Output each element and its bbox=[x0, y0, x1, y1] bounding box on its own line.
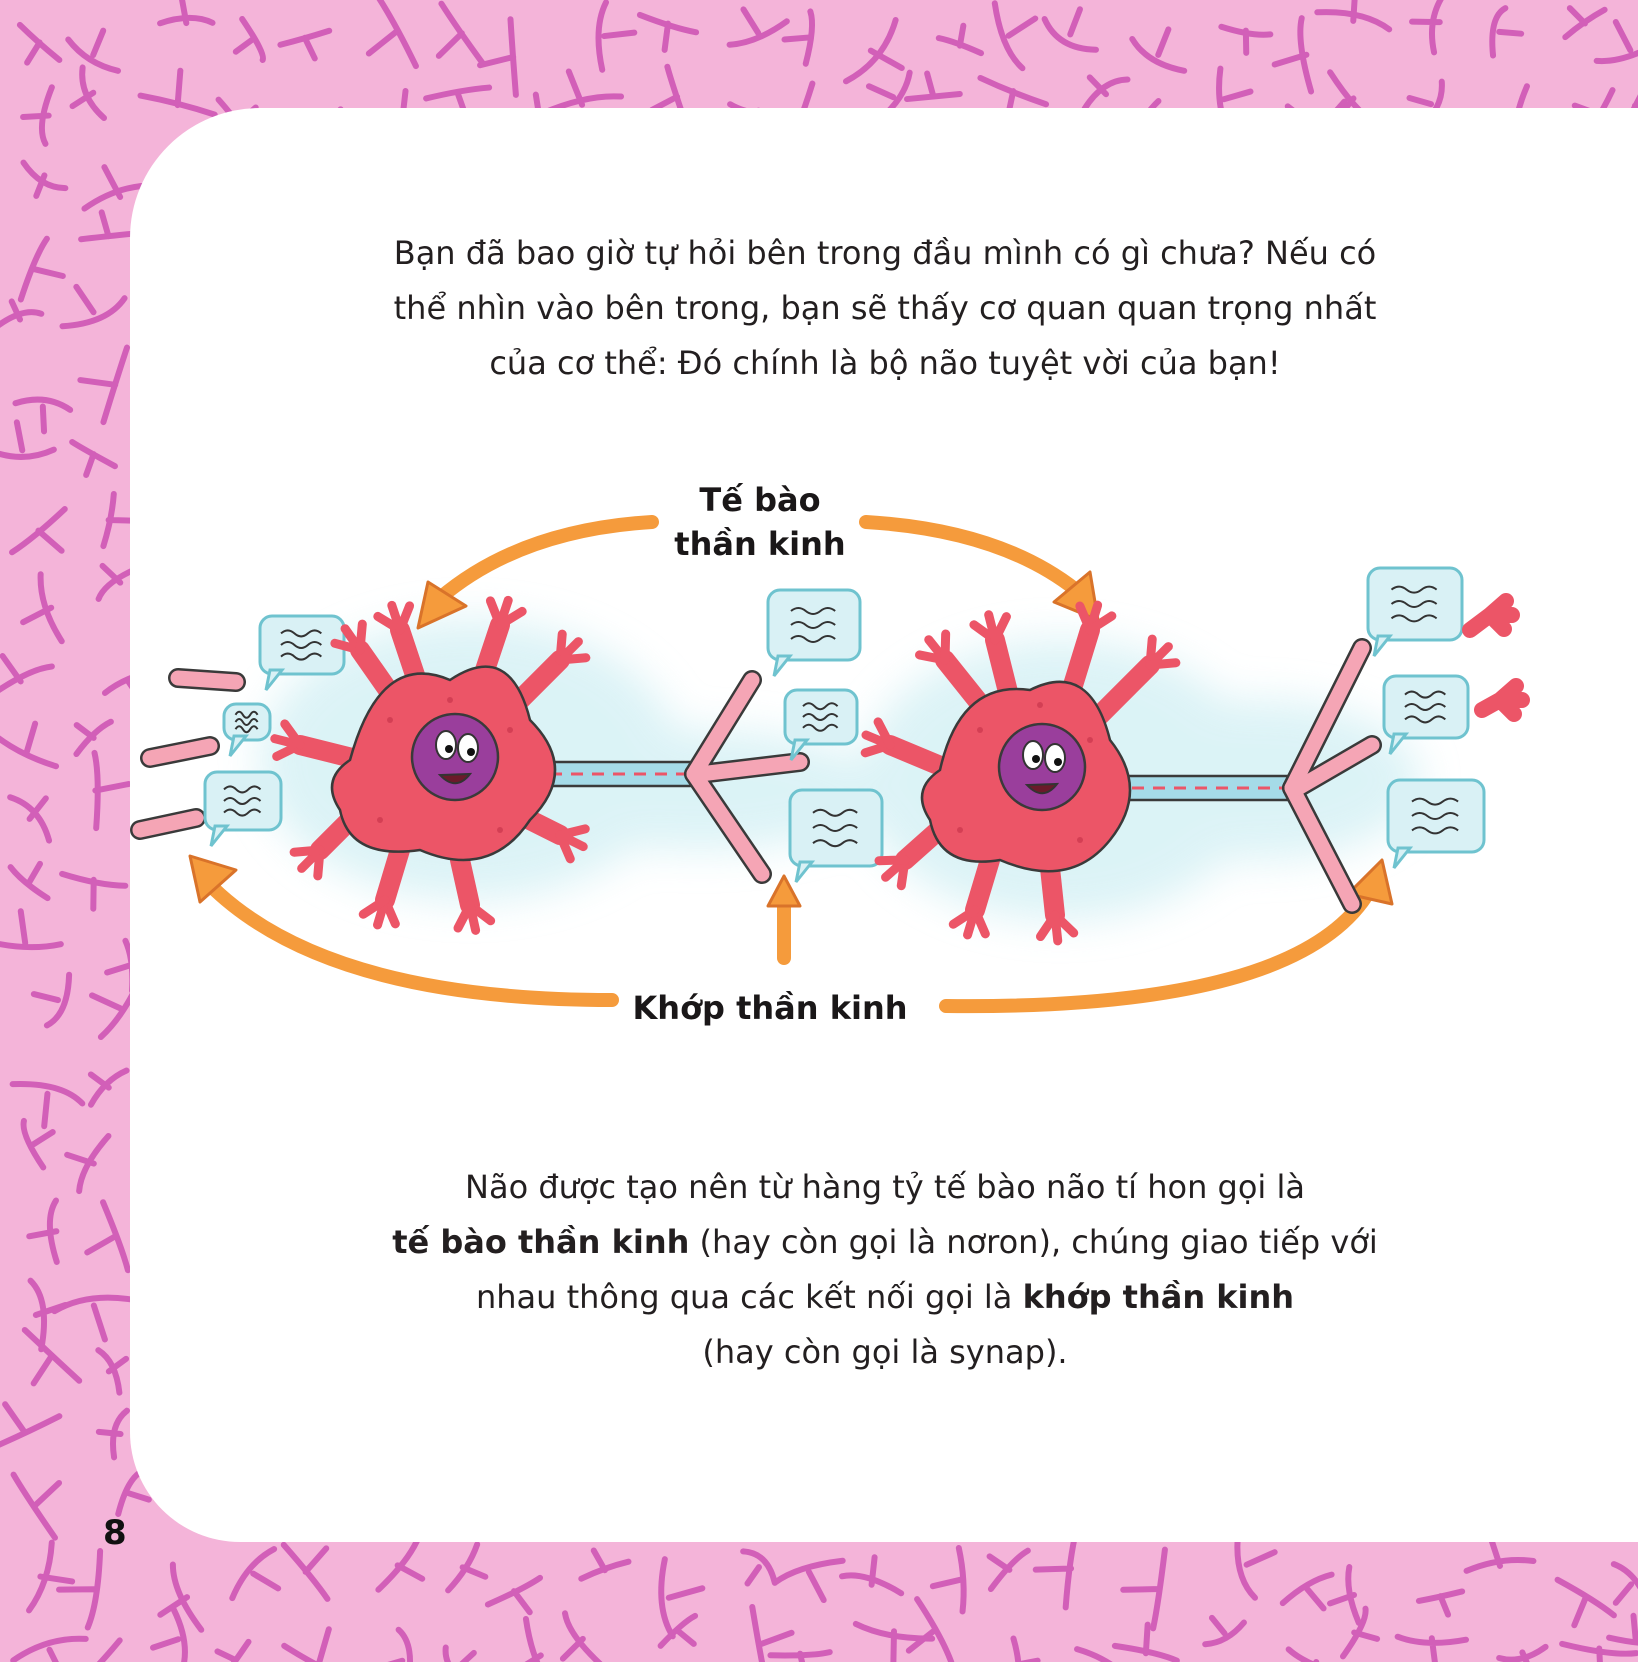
axon-terminals bbox=[130, 638, 1382, 914]
speech-bubble-icon bbox=[783, 688, 859, 761]
axons bbox=[534, 760, 1298, 802]
arrow-bottom-right bbox=[939, 858, 1394, 1014]
outro-text: nhau thông qua các kết nối gọi là bbox=[475, 1278, 1023, 1316]
signal-bubbles bbox=[203, 566, 1486, 883]
neuron-label: Tế bào thần kinh bbox=[620, 478, 900, 566]
speech-bubble-icon bbox=[258, 614, 346, 691]
speech-bubble-icon bbox=[222, 702, 272, 757]
synapse-label: Khớp thần kinh bbox=[632, 989, 908, 1027]
outro-line: tế bào thần kinh (hay còn gọi là nơron),… bbox=[250, 1215, 1520, 1270]
term-neuron: tế bào thần kinh bbox=[392, 1223, 690, 1261]
arrow-bottom-center bbox=[766, 874, 802, 965]
neuron-label-line: Tế bào bbox=[699, 481, 821, 519]
speech-bubble-icon bbox=[766, 588, 862, 677]
outro-line: (hay còn gọi là synap). bbox=[702, 1333, 1068, 1371]
arrow-bottom-left bbox=[188, 854, 619, 1007]
neuron-right bbox=[860, 600, 1181, 946]
intro-line: của cơ thể: Đó chính là bộ não tuyệt vời… bbox=[489, 344, 1281, 382]
speech-bubble-icon bbox=[1382, 674, 1470, 755]
page-number: 8 bbox=[103, 1513, 127, 1553]
arrow-top-right bbox=[859, 515, 1100, 622]
speech-bubble-icon bbox=[203, 770, 283, 847]
outro-paragraph: Não được tạo nên từ hàng tỷ tế bào não t… bbox=[250, 1160, 1520, 1380]
speech-bubble-icon bbox=[788, 788, 884, 883]
speech-bubble-icon bbox=[1366, 566, 1464, 657]
outro-line: Não được tạo nên từ hàng tỷ tế bào não t… bbox=[465, 1168, 1305, 1206]
arrow-top-left bbox=[416, 515, 659, 630]
term-synapse: khớp thần kinh bbox=[1022, 1278, 1295, 1316]
neuron-label-line: thần kinh bbox=[674, 525, 846, 563]
stray-dendrites bbox=[1462, 593, 1530, 722]
outro-text: (hay còn gọi là nơron), chúng giao tiếp … bbox=[689, 1223, 1378, 1261]
speech-bubble-icon bbox=[1386, 778, 1486, 869]
intro-line: Bạn đã bao giờ tự hỏi bên trong đầu mình… bbox=[393, 234, 1377, 272]
intro-paragraph: Bạn đã bao giờ tự hỏi bên trong đầu mình… bbox=[250, 226, 1520, 391]
outro-line: nhau thông qua các kết nối gọi là khớp t… bbox=[250, 1270, 1520, 1325]
neuron-left bbox=[270, 595, 591, 935]
arrows bbox=[188, 515, 1394, 1014]
intro-line: thể nhìn vào bên trong, bạn sẽ thấy cơ q… bbox=[393, 289, 1377, 327]
